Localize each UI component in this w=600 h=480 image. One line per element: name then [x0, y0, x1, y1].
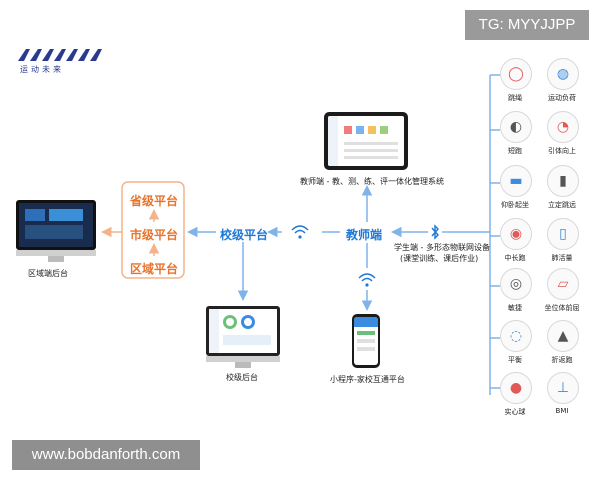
school-backend-label: 校级后台: [226, 373, 258, 382]
device-item: ◉ 中长跑: [490, 218, 540, 263]
jump-rope-icon: ◯: [500, 58, 532, 90]
device-label: BMI: [555, 407, 569, 415]
pull-up-sensor-icon: ◔: [547, 111, 579, 143]
student-label-line2: (课堂训练、课后作业): [400, 254, 479, 263]
device-item: ◍ 运动负荷: [537, 58, 587, 103]
device-label: 实心球: [504, 408, 526, 416]
device-item: ▲ 折返跑: [537, 320, 587, 365]
device-label: 敏捷: [508, 304, 522, 312]
device-label: 肺活量: [551, 254, 573, 262]
miniapp-phone: [352, 314, 380, 368]
heart-rate-band-icon: ◍: [547, 58, 579, 90]
long-jump-mat-icon: ▮: [547, 165, 579, 197]
device-label: 仰卧起坐: [501, 201, 529, 209]
city-platform-label: 市级平台: [130, 228, 179, 242]
spirometer-icon: ▯: [547, 218, 579, 250]
balance-board-icon: ◌: [500, 320, 532, 352]
district-platform-label: 区域平台: [130, 262, 179, 276]
regional-backend-monitor: [16, 200, 96, 262]
device-label: 坐位体前屈: [544, 304, 580, 312]
sprint-sensor-icon: ◐: [500, 111, 532, 143]
regional-backend-label: 区域端后台: [28, 269, 68, 278]
watermark-bottom: www.bobdanforth.com: [12, 440, 200, 470]
bmi-scale-icon: ⊥: [547, 372, 579, 404]
device-item: ▬ 仰卧起坐: [490, 165, 540, 210]
running-band-icon: ◉: [500, 218, 532, 250]
school-backend-monitor: [206, 306, 280, 368]
teacher-tablet: [324, 112, 408, 170]
brand-logo: [18, 49, 102, 61]
device-item: ● 实心球: [490, 372, 540, 417]
wifi-icon: [291, 225, 309, 239]
device-label: 折返跑: [551, 356, 573, 364]
watermark-top: TG: MYYJJPP: [465, 10, 589, 40]
device-item: ◎ 敏捷: [490, 268, 540, 313]
device-item: ▱ 坐位体前屈: [537, 268, 587, 313]
platform-group-frame: [121, 181, 185, 279]
bluetooth-icon: [431, 224, 439, 240]
device-label: 引体向上: [548, 147, 576, 155]
logo-tagline: 运动未来: [20, 65, 64, 74]
province-platform-label: 省级平台: [130, 194, 179, 208]
teacher-system-label: 教师端 - 教、测、练、评一体化管理系统: [300, 177, 444, 186]
wifi-icon: [358, 273, 376, 287]
device-item: ◌ 平衡: [490, 320, 540, 365]
device-item: ◔ 引体向上: [537, 111, 587, 156]
device-item: ▮ 立定跳远: [537, 165, 587, 210]
device-label: 中长跑: [504, 254, 526, 262]
medicine-ball-icon: ●: [500, 372, 532, 404]
student-label-line1: 学生端 - 多形态物联网设备: [394, 243, 490, 252]
device-label: 短跑: [508, 147, 522, 155]
device-label: 立定跳远: [548, 201, 576, 209]
miniapp-label: 小程序-家校互通平台: [330, 375, 405, 384]
teacher-node-label: 教师端: [346, 228, 383, 242]
school-platform-label: 校级平台: [220, 228, 269, 242]
device-item: ⊥ BMI: [537, 372, 587, 415]
shuttle-run-cone-icon: ▲: [547, 320, 579, 352]
sit-up-bar-icon: ▬: [500, 165, 532, 197]
device-item: ◯ 跳绳: [490, 58, 540, 103]
agility-pad-icon: ◎: [500, 268, 532, 300]
device-item: ▯ 肺活量: [537, 218, 587, 263]
device-label: 平衡: [508, 356, 522, 364]
device-label: 跳绳: [508, 94, 522, 102]
sit-reach-icon: ▱: [547, 268, 579, 300]
device-label: 运动负荷: [548, 94, 576, 102]
device-item: ◐ 短跑: [490, 111, 540, 156]
